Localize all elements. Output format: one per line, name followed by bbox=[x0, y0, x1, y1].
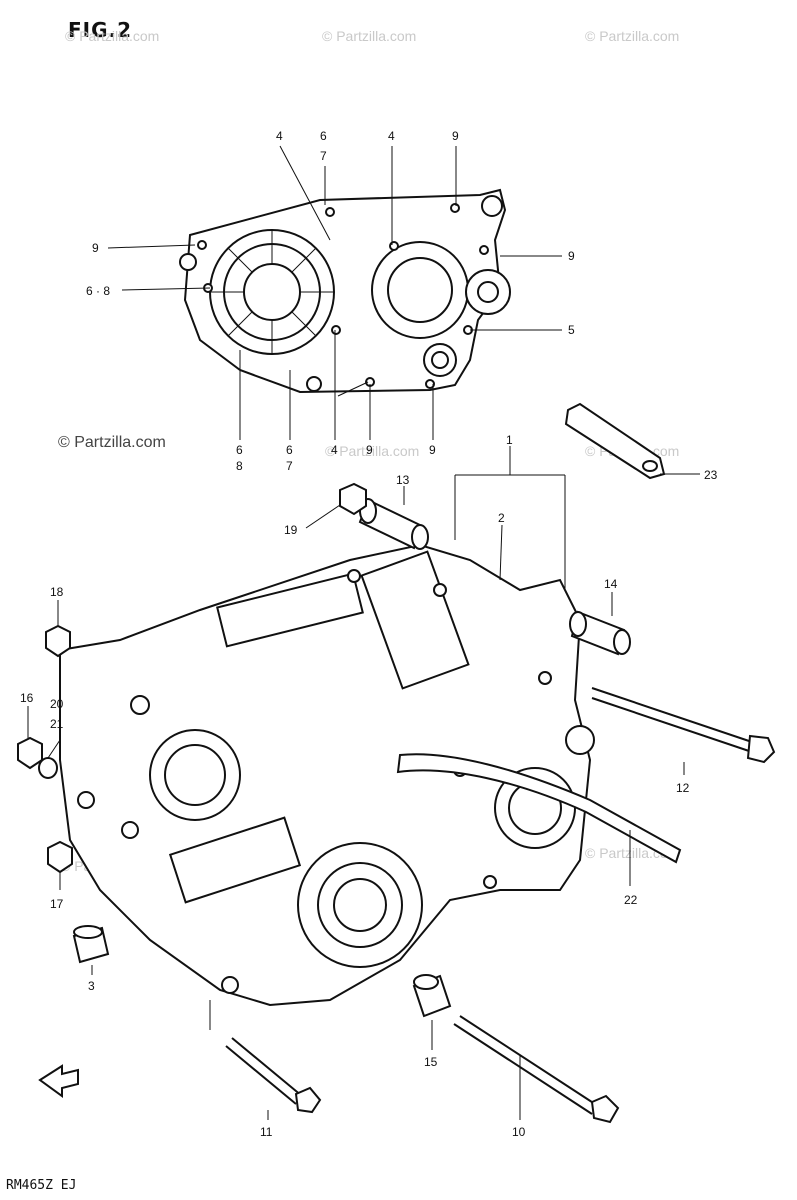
callout-9: 9 bbox=[366, 443, 373, 457]
callout-labels: 4 6 7 4 9 9 9 6 · 8 5 6 8 6 7 4 9 9 1 23… bbox=[20, 129, 718, 1139]
callout-4: 4 bbox=[331, 443, 338, 457]
watermark: © Partzilla.com bbox=[65, 28, 160, 44]
callout-4: 4 bbox=[388, 129, 395, 143]
crankcase-half-upper bbox=[179, 188, 511, 394]
callout-9: 9 bbox=[452, 129, 459, 143]
bushing-3 bbox=[72, 925, 110, 964]
callout-9: 9 bbox=[568, 249, 575, 263]
callout-19: 19 bbox=[284, 523, 298, 537]
diagram-code: RM465Z EJ bbox=[6, 1178, 77, 1193]
callout-21: 21 bbox=[50, 717, 64, 731]
callout-12: 12 bbox=[676, 781, 690, 795]
callout-7: 7 bbox=[320, 149, 327, 163]
callout-17: 17 bbox=[50, 897, 64, 911]
callout-5: 5 bbox=[568, 323, 575, 337]
callout-18: 18 bbox=[50, 585, 64, 599]
callout-15: 15 bbox=[424, 1055, 438, 1069]
callout-9: 9 bbox=[429, 443, 436, 457]
callout-2: 2 bbox=[498, 511, 505, 525]
bracket-23 bbox=[564, 402, 666, 480]
callout-1: 1 bbox=[506, 433, 513, 447]
callout-6-8: 6 · 8 bbox=[86, 284, 110, 298]
callout-8: 8 bbox=[236, 459, 243, 473]
callout-6: 6 bbox=[236, 443, 243, 457]
watermark: © Partzilla.com bbox=[585, 28, 680, 44]
callout-4: 4 bbox=[276, 129, 283, 143]
callout-11: 11 bbox=[260, 1125, 273, 1139]
callout-10: 10 bbox=[512, 1125, 526, 1139]
callout-3: 3 bbox=[88, 979, 95, 993]
nut-18 bbox=[45, 624, 71, 658]
dowel-pin-14 bbox=[569, 610, 631, 656]
callout-23: 23 bbox=[704, 468, 718, 482]
figure-title: FIG.2 bbox=[68, 18, 133, 42]
callout-20: 20 bbox=[50, 697, 64, 711]
callout-22: 22 bbox=[624, 893, 638, 907]
watermark: © Partzilla.com bbox=[58, 434, 166, 451]
watermark: © Partzilla.com bbox=[325, 443, 420, 459]
washer-21 bbox=[38, 757, 58, 779]
callout-7: 7 bbox=[286, 459, 293, 473]
nut-17 bbox=[47, 840, 73, 874]
callout-13: 13 bbox=[396, 473, 410, 487]
front-arrow-icon bbox=[38, 1064, 79, 1098]
callout-6: 6 bbox=[320, 129, 327, 143]
bolt-10 bbox=[453, 1015, 620, 1124]
bushing-15 bbox=[412, 974, 452, 1018]
nut-19 bbox=[339, 482, 367, 516]
callout-16: 16 bbox=[20, 691, 34, 705]
breather-hose bbox=[396, 753, 682, 864]
callout-6: 6 bbox=[286, 443, 293, 457]
dowel-pin-13 bbox=[358, 498, 429, 550]
callout-9: 9 bbox=[92, 241, 99, 255]
callout-14: 14 bbox=[604, 577, 618, 591]
leader-lines bbox=[27, 145, 700, 1120]
watermark: © Partzilla.com bbox=[322, 28, 417, 44]
nut-16 bbox=[17, 736, 43, 770]
stud-bolt-12 bbox=[591, 687, 776, 764]
bolt-11 bbox=[225, 1037, 322, 1114]
